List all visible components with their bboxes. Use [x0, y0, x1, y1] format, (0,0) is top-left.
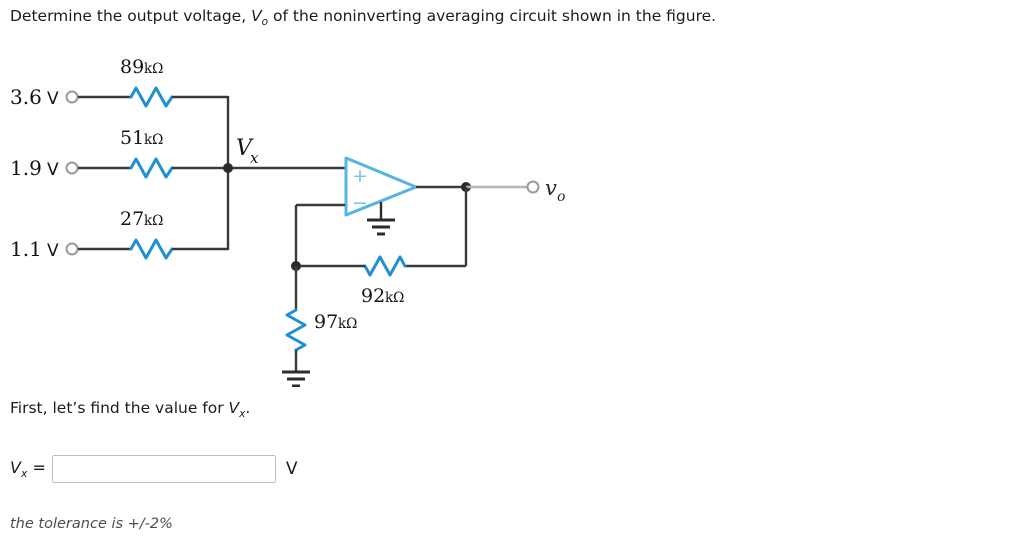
answer-label: Vx = [10, 458, 46, 480]
followup-instruction: First, let’s find the value for Vx. [10, 398, 250, 424]
label-r3-unit: kΩ [144, 213, 163, 229]
circuit-diagram: V x + − v o 3.6 V [0, 42, 620, 387]
opamp-plus-sign: + [352, 165, 368, 187]
answer-label-subscript: x [20, 467, 28, 481]
page-title: Determine the output voltage, Vo of the … [10, 6, 716, 32]
label-source-2-value: 1.9 [10, 156, 42, 180]
label-source-1-value: 3.6 [10, 85, 42, 109]
label-rg-unit: kΩ [338, 316, 357, 332]
terminal-source-2 [65, 161, 79, 175]
terminal-source-3 [65, 242, 79, 256]
circuit-svg: V x + − v o 3.6 V [10, 56, 565, 387]
label-r3-value: 27 [120, 208, 144, 230]
answer-label-equals: = [27, 457, 46, 477]
label-r2-unit: kΩ [144, 132, 163, 148]
label-vo-symbol: v [545, 176, 557, 200]
label-r2-value: 51 [120, 127, 144, 149]
label-vo-subscript: o [557, 189, 565, 205]
label-source-1-unit: V [47, 89, 59, 109]
resistor-r1-zigzag [129, 86, 174, 108]
resistor-r2-zigzag [129, 157, 174, 179]
question-symbol-letter: V [251, 7, 262, 25]
label-vx-subscript: x [250, 149, 259, 167]
label-rf-unit: kΩ [385, 290, 404, 306]
followup-symbol-letter: V [228, 399, 240, 417]
opamp-triangle [344, 156, 418, 217]
terminal-source-1 [65, 90, 79, 104]
answer-input[interactable] [51, 455, 276, 483]
question-suffix: of the noninverting averaging circuit sh… [268, 7, 717, 25]
resistor-r3-zigzag [129, 238, 174, 260]
label-r1-value: 89 [120, 56, 144, 78]
label-source-3-unit: V [47, 241, 59, 261]
followup-symbol-subscript: x [239, 408, 246, 421]
question-symbol-vo: Vo [251, 7, 269, 29]
resistor-rf-zigzag [363, 255, 407, 277]
label-rg-value: 97 [314, 311, 338, 333]
question-prefix: Determine the output voltage, [10, 7, 252, 25]
label-vx-symbol: V [236, 136, 254, 161]
label-rf-value: 92 [361, 285, 385, 307]
answer-unit: V [285, 459, 298, 479]
label-source-3-value: 1.1 [10, 237, 42, 261]
label-r1-unit: kΩ [144, 61, 163, 77]
followup-suffix: . [245, 399, 251, 417]
followup-symbol-vx: Vx [228, 399, 246, 421]
node-dot-vx [223, 163, 233, 173]
resistor-rg-zigzag [285, 308, 307, 352]
terminal-output [526, 180, 540, 194]
opamp-minus-sign: − [352, 192, 368, 214]
question-symbol-subscript: o [261, 16, 269, 29]
label-source-2-unit: V [47, 160, 59, 180]
answer-label-letter: V [10, 457, 21, 477]
answer-row: Vx = V [10, 452, 298, 486]
tolerance-note: the tolerance is +/-2% [10, 516, 173, 532]
followup-prefix: First, let’s find the value for [10, 399, 229, 417]
